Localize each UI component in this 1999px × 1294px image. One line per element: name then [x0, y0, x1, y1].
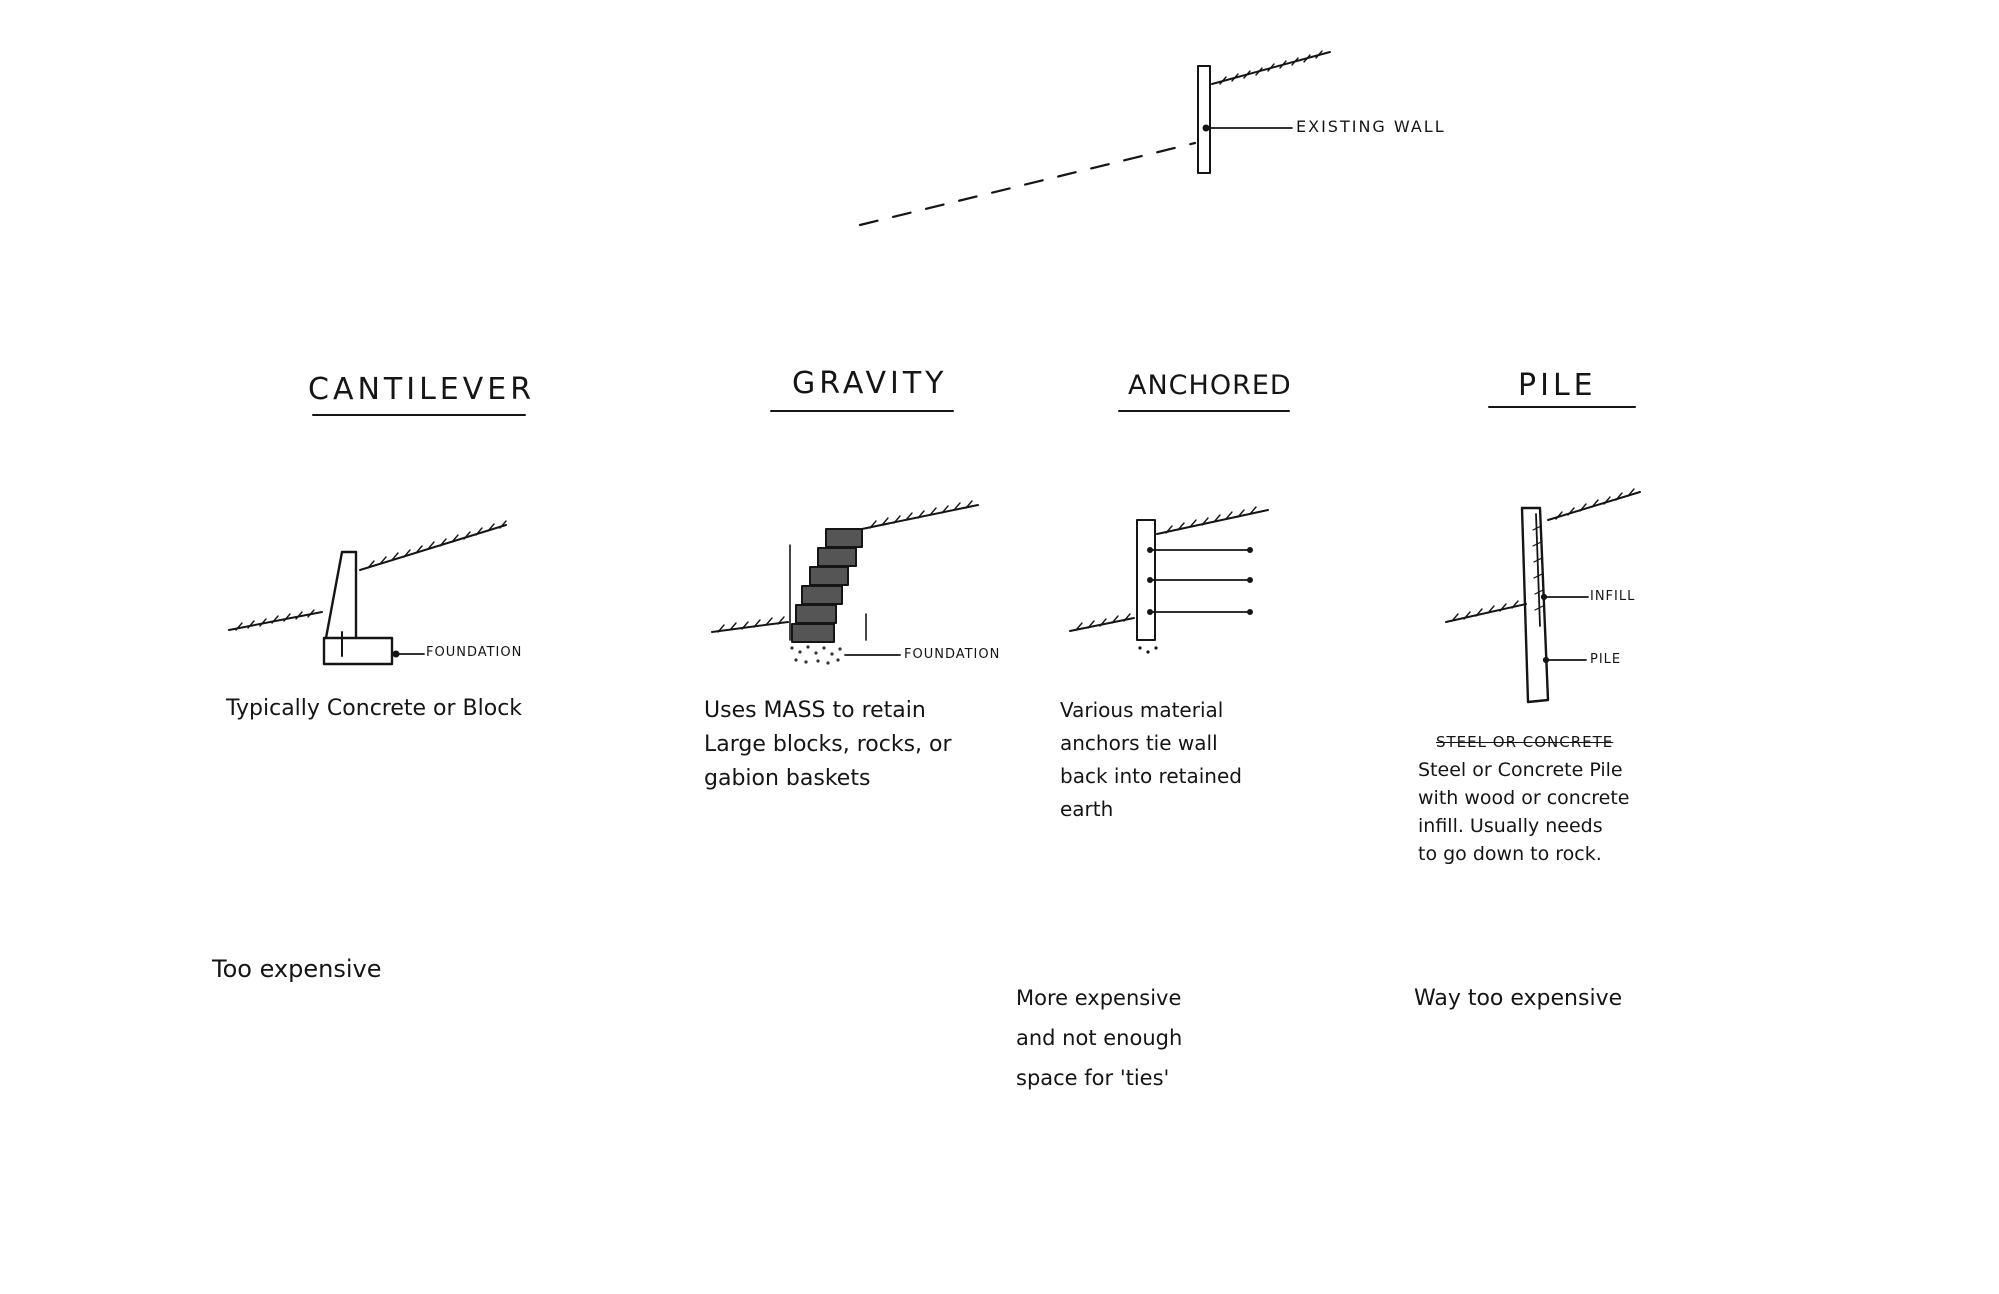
description-gravity: Uses MASS to retain Large blocks, rocks,… [704, 698, 952, 791]
cantilever-wall-sketch [228, 520, 507, 666]
callout-cantilever-foundation: FOUNDATION [426, 645, 523, 660]
pile-wall-sketch [1445, 488, 1641, 704]
verdict-cantilever: Too expensive [212, 955, 382, 983]
struck-text-pile: STEEL OR CONCRETE [1436, 733, 1614, 751]
description-anchored: Various material anchors tie wall back i… [1060, 698, 1242, 821]
description-cantilever: Typically Concrete or Block [226, 696, 523, 721]
anchored-wall-sketch [1069, 506, 1269, 654]
existing-wall-sketch [858, 50, 1331, 227]
callout-pile-infill: INFILL [1590, 589, 1636, 604]
verdict-anchored: More expensive and not enough space for … [1016, 986, 1183, 1090]
existing-wall-label: EXISTING WALL [1296, 117, 1446, 136]
heading-pile-underline [1488, 406, 1636, 408]
heading-cantilever-underline [312, 414, 526, 416]
heading-pile: PILE [1518, 368, 1597, 403]
heading-anchored-underline [1118, 410, 1290, 412]
heading-cantilever: CANTILEVER [308, 372, 536, 407]
gravity-wall-sketch [711, 500, 979, 665]
callout-pile-pile: PILE [1590, 652, 1622, 667]
heading-gravity-underline [770, 410, 954, 412]
description-pile: Steel or Concrete Pile with wood or conc… [1418, 759, 1630, 865]
heading-anchored: ANCHORED [1128, 370, 1292, 401]
heading-gravity: GRAVITY [792, 366, 948, 401]
verdict-pile: Way too expensive [1414, 986, 1623, 1011]
callout-gravity-foundation: FOUNDATION [904, 647, 1001, 662]
